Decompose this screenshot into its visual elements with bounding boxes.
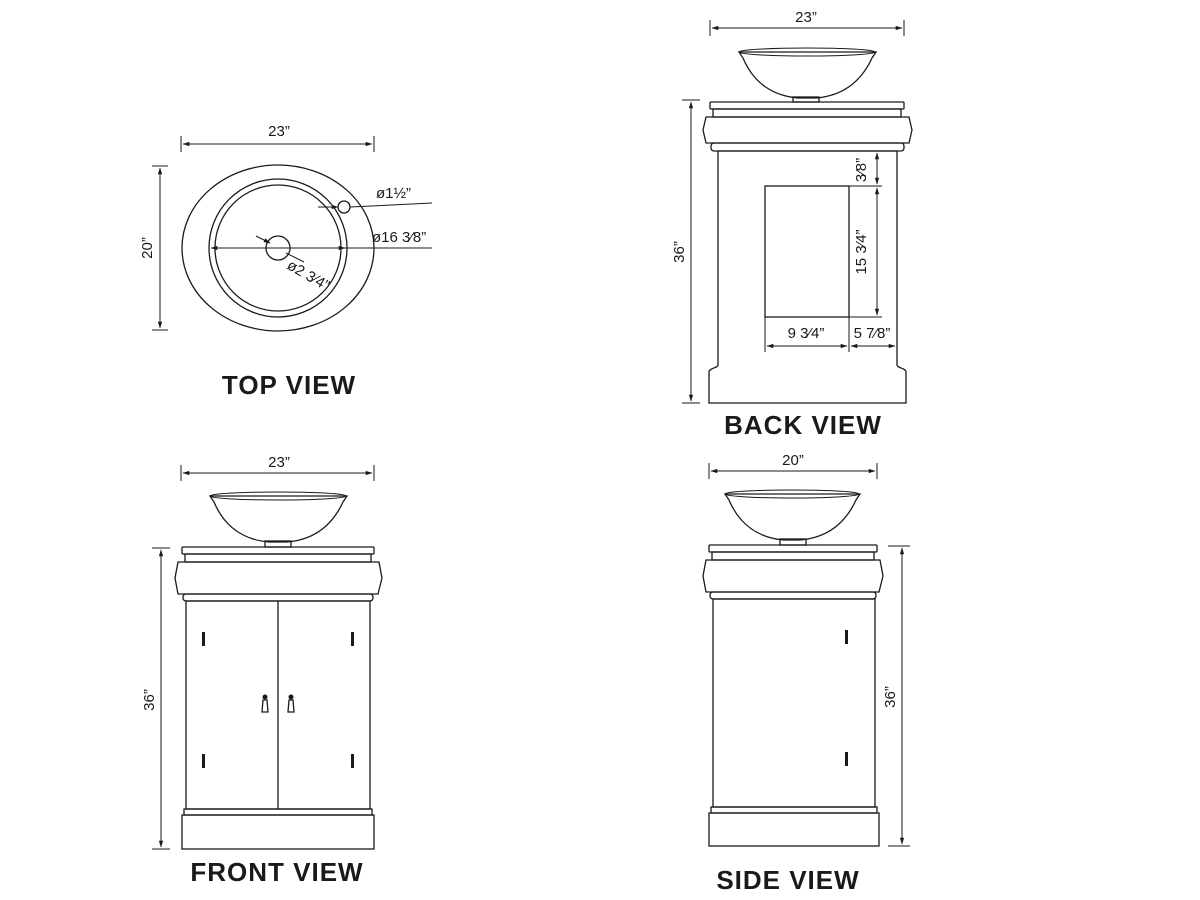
countertop	[181, 546, 375, 555]
overflow-hole	[337, 200, 351, 214]
carved-band	[174, 561, 383, 595]
carved-band	[702, 559, 884, 593]
back-height-label: 36”	[671, 241, 688, 263]
back-opening	[764, 185, 850, 318]
back-view-title: BACK VIEW	[724, 410, 882, 440]
cabinet-back	[708, 150, 907, 404]
back-view: 23” 36” 3⁄8” 15 3⁄4” 9 3⁄4”	[671, 9, 913, 440]
opening-height-label: 15 3⁄4”	[853, 229, 870, 274]
fluted-side	[712, 598, 876, 808]
countertop	[709, 101, 905, 110]
drain-diameter-label: ø2 3⁄4”	[284, 257, 332, 295]
door-handle-left	[261, 694, 269, 713]
top-view: 23” 20” ø1½” ø16 3⁄8” ø2 3⁄4” TOP VIEW	[139, 123, 433, 400]
door-handle-right	[287, 694, 295, 713]
vessel-bowl	[737, 51, 878, 99]
side-height-label: 36”	[882, 686, 899, 708]
side-view: 20” 36” SIDE VIEW	[702, 452, 910, 895]
top-depth-label: 20”	[139, 237, 156, 259]
front-width-label: 23”	[268, 454, 290, 471]
top-gap-label: 3⁄8”	[853, 158, 870, 182]
side-width-label: 20”	[782, 452, 804, 469]
side-gap-label: 5 7⁄8”	[854, 325, 891, 342]
front-view: 23” 36” FRONT	[141, 454, 383, 887]
bowl-diameter-label: ø16 3⁄8”	[372, 229, 426, 246]
top-width-label: 23”	[268, 123, 290, 140]
front-view-title: FRONT VIEW	[190, 857, 363, 887]
vessel-bowl	[208, 495, 349, 543]
carved-band	[702, 116, 913, 144]
overflow-label: ø1½”	[376, 185, 411, 202]
vessel-bowl	[723, 493, 862, 541]
back-width-label: 23”	[795, 9, 817, 26]
side-view-title: SIDE VIEW	[716, 865, 859, 895]
opening-width-label: 9 3⁄4”	[788, 325, 825, 342]
countertop	[708, 544, 878, 553]
plinth-base	[708, 812, 880, 847]
plinth-base	[181, 814, 375, 850]
front-height-label: 36”	[141, 689, 158, 711]
top-view-title: TOP VIEW	[222, 370, 356, 400]
